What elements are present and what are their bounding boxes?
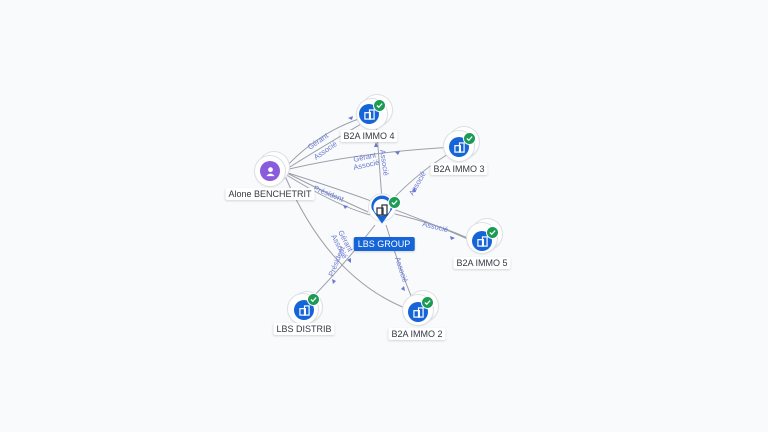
arrow-marker bbox=[347, 258, 351, 263]
check-icon bbox=[373, 99, 386, 112]
node-label-lbs-group[interactable]: LBS GROUP bbox=[353, 237, 415, 251]
edge-label: Associé bbox=[378, 149, 391, 176]
edge-label: Associé bbox=[422, 219, 450, 234]
arrow-marker bbox=[343, 205, 348, 209]
user-icon bbox=[260, 161, 280, 181]
edge-label: Associé bbox=[393, 256, 410, 284]
edge-alone-b2a3 bbox=[284, 146, 456, 171]
building-icon bbox=[294, 300, 314, 320]
building-icon bbox=[376, 204, 388, 216]
check-icon bbox=[421, 296, 434, 309]
edge-label: Associé bbox=[407, 170, 428, 197]
node-label-lbs-distrib[interactable]: LBS DISTRIB bbox=[273, 323, 335, 335]
arrow-marker bbox=[374, 142, 378, 147]
node-label-b2a4[interactable]: B2A IMMO 4 bbox=[340, 130, 398, 142]
arrow-marker bbox=[348, 116, 353, 120]
edge-label: Président bbox=[327, 244, 348, 278]
node-label-b2a2[interactable]: B2A IMMO 2 bbox=[388, 328, 446, 340]
node-label-b2a5[interactable]: B2A IMMO 5 bbox=[453, 257, 511, 269]
check-icon bbox=[463, 132, 476, 145]
edge-alone-b2a4-2 bbox=[284, 119, 369, 171]
arrow-marker bbox=[332, 279, 336, 284]
arrow-marker bbox=[450, 236, 455, 240]
check-icon bbox=[307, 293, 320, 306]
arrow-marker bbox=[412, 187, 416, 192]
edge-alone-lbs-2 bbox=[284, 173, 371, 216]
check-icon bbox=[388, 196, 401, 209]
node-label-alone[interactable]: Alone BENCHETRIT bbox=[225, 188, 315, 200]
arrow-marker bbox=[395, 151, 400, 155]
edge-lbs-b2a5 bbox=[394, 213, 473, 241]
check-icon bbox=[486, 226, 499, 239]
node-label-b2a3[interactable]: B2A IMMO 3 bbox=[430, 163, 488, 175]
arrow-marker bbox=[401, 286, 405, 291]
edge-alone-lbs bbox=[284, 171, 369, 213]
